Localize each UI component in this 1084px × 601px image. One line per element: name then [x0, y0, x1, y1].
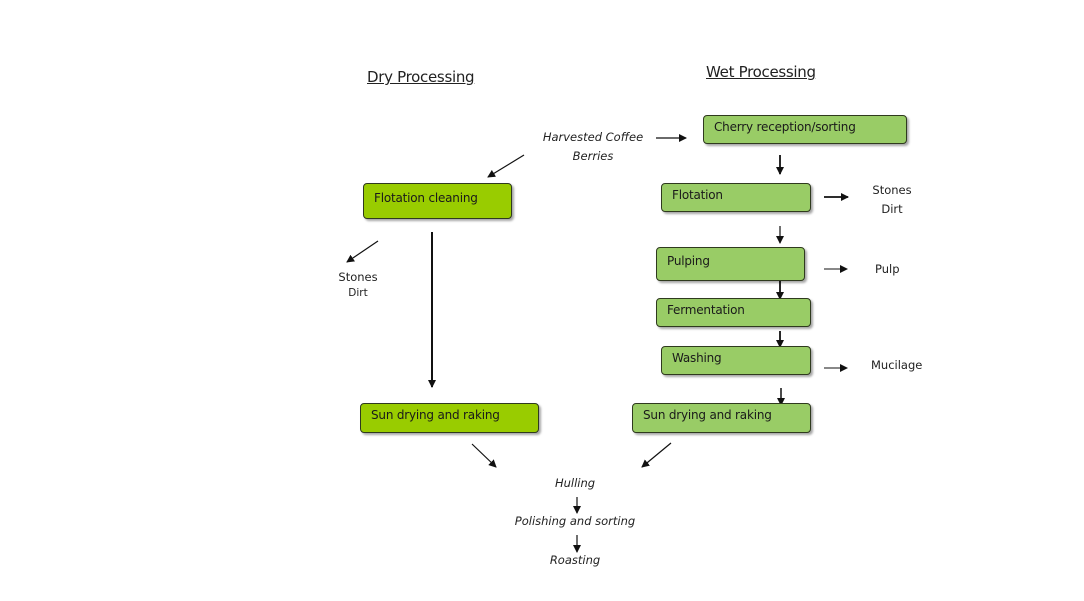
arrow-dry-drying-to-hulling — [471, 443, 497, 468]
step-label: Pulping — [667, 254, 710, 268]
step-label: Flotation — [672, 187, 723, 202]
source-label-line1: Harvested Coffee — [542, 130, 644, 144]
source-label-line2: Berries — [572, 149, 614, 163]
final-step-roasting: Roasting — [549, 553, 601, 567]
wet-step-pulping: Pulping — [656, 247, 805, 281]
wet-step-washing: Washing — [661, 346, 811, 375]
final-step-polishing-sorting: Polishing and sorting — [514, 514, 636, 528]
final-step-hulling: Hulling — [554, 476, 596, 490]
dry-step-sun-drying: Sun drying and raking — [360, 403, 539, 433]
wet-byproduct-pulp: Pulp — [875, 262, 900, 276]
step-label: Sun drying and raking — [371, 408, 500, 422]
dry-step-flotation-cleaning: Flotation cleaning — [363, 183, 512, 219]
wet-step-flotation: Flotation — [661, 183, 811, 212]
step-label: Cherry reception/sorting — [714, 119, 856, 134]
step-label: Fermentation — [667, 302, 745, 317]
arrow-dry-to-stones — [346, 240, 379, 263]
wet-byproduct-stones: Stones — [872, 183, 912, 197]
step-label: Flotation cleaning — [374, 191, 478, 205]
wet-step-cherry-reception: Cherry reception/sorting — [703, 115, 907, 144]
dry-processing-heading: Dry Processing — [367, 68, 475, 86]
step-label: Washing — [672, 350, 722, 365]
step-label: Sun drying and raking — [643, 408, 772, 422]
wet-byproduct-mucilage: Mucilage — [871, 358, 923, 372]
wet-step-fermentation: Fermentation — [656, 298, 811, 327]
arrow-source-to-dry — [487, 154, 525, 178]
wet-step-sun-drying: Sun drying and raking — [632, 403, 811, 433]
dry-byproduct-stones: Stones — [338, 270, 378, 284]
arrow-wet-drying-to-hulling — [641, 442, 672, 468]
wet-byproduct-dirt: Dirt — [881, 202, 903, 216]
dry-byproduct-dirt: Dirt — [348, 287, 368, 299]
wet-processing-heading: Wet Processing — [706, 63, 816, 81]
